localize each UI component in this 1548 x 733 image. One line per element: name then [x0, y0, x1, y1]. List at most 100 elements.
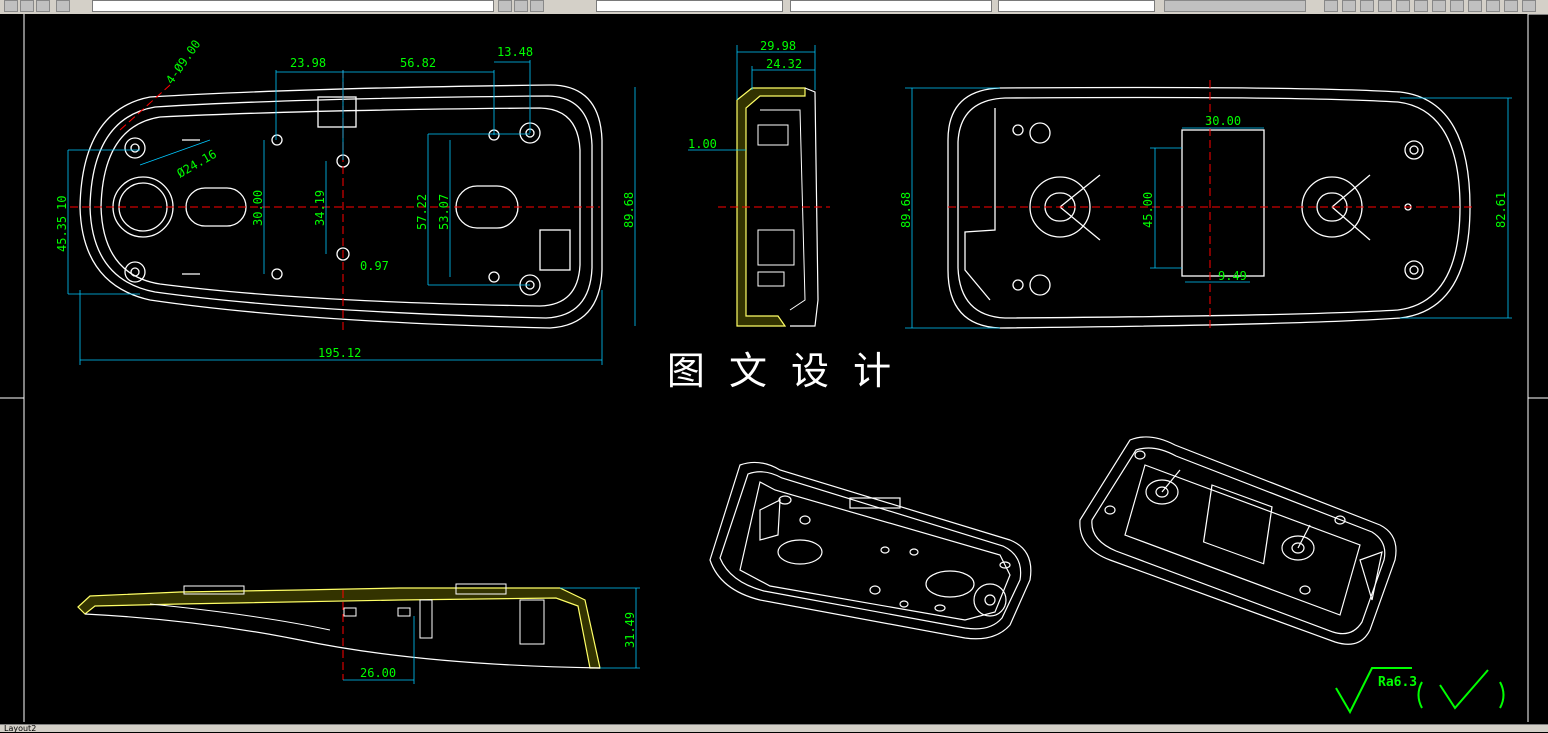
iso-label-recess	[1202, 484, 1273, 565]
toolbar-button[interactable]	[1324, 0, 1338, 12]
iso-boss	[984, 594, 996, 606]
dim-text: 31.49	[623, 612, 637, 648]
boss	[1409, 145, 1419, 155]
dim-text: 23.98	[290, 56, 326, 70]
toolbar-button[interactable]	[498, 0, 512, 12]
centerline	[119, 84, 171, 131]
iso-hole	[778, 495, 792, 505]
clip-feature	[317, 96, 357, 128]
dim-text: 1.00	[688, 137, 717, 151]
dim-text: 13.48	[497, 45, 533, 59]
iso-keyhole	[1281, 535, 1315, 561]
back-rib	[964, 108, 996, 301]
dim-text: 82.61	[1494, 192, 1508, 228]
iso-boss	[777, 539, 823, 565]
outer-outline	[947, 86, 1471, 329]
dim-text: 29.98	[760, 39, 796, 53]
dim-text: 4-Ø9.00	[163, 37, 203, 86]
color-dropdown[interactable]	[596, 0, 783, 12]
leader-line	[139, 139, 211, 166]
boss	[1404, 140, 1424, 160]
small-hole	[271, 134, 283, 146]
back-view-centerlines	[948, 80, 1475, 330]
toolbar-button[interactable]	[1486, 0, 1500, 12]
toolbar-button[interactable]	[1378, 0, 1392, 12]
front-view-dimensions	[67, 60, 636, 365]
boss	[1404, 260, 1424, 280]
toolbar-button[interactable]	[530, 0, 544, 12]
linetype-dropdown[interactable]	[790, 0, 992, 12]
surface-finish-symbol	[1335, 667, 1505, 715]
outer-outline	[79, 84, 603, 329]
iso-hole	[1104, 505, 1116, 515]
toolbar-button[interactable]	[1396, 0, 1410, 12]
layer-dropdown[interactable]	[92, 0, 494, 12]
section-slot	[343, 607, 357, 617]
lineweight-dropdown[interactable]	[998, 0, 1155, 12]
dim-text: 26.00	[360, 666, 396, 680]
toolbar-button[interactable]	[1342, 0, 1356, 12]
iso-hole	[934, 604, 946, 612]
dim-text: Ø24.16	[175, 147, 220, 181]
toolbar-button[interactable]	[4, 0, 18, 12]
rib	[1331, 174, 1371, 208]
finish-check	[1335, 667, 1412, 715]
dim-text: 30.00	[251, 190, 265, 226]
iso-boss	[925, 570, 975, 598]
dim-text: 56.82	[400, 56, 436, 70]
toolbar-button[interactable]	[1504, 0, 1518, 12]
toolbar-button[interactable]	[20, 0, 34, 12]
small-hole	[336, 247, 350, 261]
toolbar-button[interactable]	[36, 0, 50, 12]
corner-hole	[130, 143, 140, 153]
section-view: 26.00 31.49	[77, 583, 640, 684]
finish-paren	[1499, 681, 1505, 709]
toolbar-button[interactable]	[1414, 0, 1428, 12]
iso-rib	[1161, 469, 1181, 493]
iso-boss	[973, 583, 1007, 617]
iso-hole	[799, 515, 811, 525]
corner-hole	[124, 261, 146, 283]
side-feature	[757, 271, 785, 287]
boss	[1409, 265, 1419, 275]
toolbar-button[interactable]	[1450, 0, 1464, 12]
boss	[1012, 279, 1024, 291]
drawing-title: 图 文 设 计	[667, 349, 897, 393]
rib	[1059, 206, 1101, 241]
toolbar-button[interactable]	[514, 0, 528, 12]
side-feature	[757, 124, 789, 146]
iso-outline	[709, 461, 1032, 640]
dim-text: 195.12	[318, 346, 361, 360]
iso-inner-2	[739, 481, 1011, 621]
section-rib	[519, 599, 545, 645]
dim-text: 89.68	[622, 192, 636, 228]
section-rib	[419, 599, 433, 639]
boss	[1029, 274, 1051, 296]
iso-inner	[1091, 447, 1386, 635]
latch-feature	[539, 229, 571, 271]
iso-hole	[1134, 450, 1146, 460]
iso-latch	[759, 499, 781, 541]
toolbar-button[interactable]	[1432, 0, 1446, 12]
finish-check-small	[1439, 669, 1489, 710]
drawing-canvas[interactable]: 23.98 56.82 13.48 4-Ø9.00 Ø24.16 45.35 1…	[0, 13, 1548, 724]
layout-tab[interactable]: Layout2	[4, 724, 37, 733]
toolbar-button[interactable]	[1522, 0, 1536, 12]
toolbar-button[interactable]	[1468, 0, 1482, 12]
iso-hole	[899, 600, 909, 608]
iso-clip	[849, 497, 901, 509]
toolbar-button[interactable]	[1360, 0, 1374, 12]
surface-finish-label: Ra6.3	[1378, 675, 1417, 690]
iso-keyhole	[1291, 542, 1305, 554]
back-view-dimensions	[905, 87, 1512, 329]
section-feature	[183, 585, 245, 595]
dim-text: 89.68	[899, 192, 913, 228]
section-outline	[84, 613, 601, 669]
rib	[1331, 206, 1371, 241]
side-view: 29.98 24.32 1.00	[688, 39, 830, 327]
toolbar-button[interactable]	[1164, 0, 1306, 12]
toolbar-button[interactable]	[56, 0, 70, 12]
iso-hole	[869, 585, 881, 595]
isometric-view-back	[1079, 436, 1397, 645]
iso-hole	[909, 548, 919, 556]
